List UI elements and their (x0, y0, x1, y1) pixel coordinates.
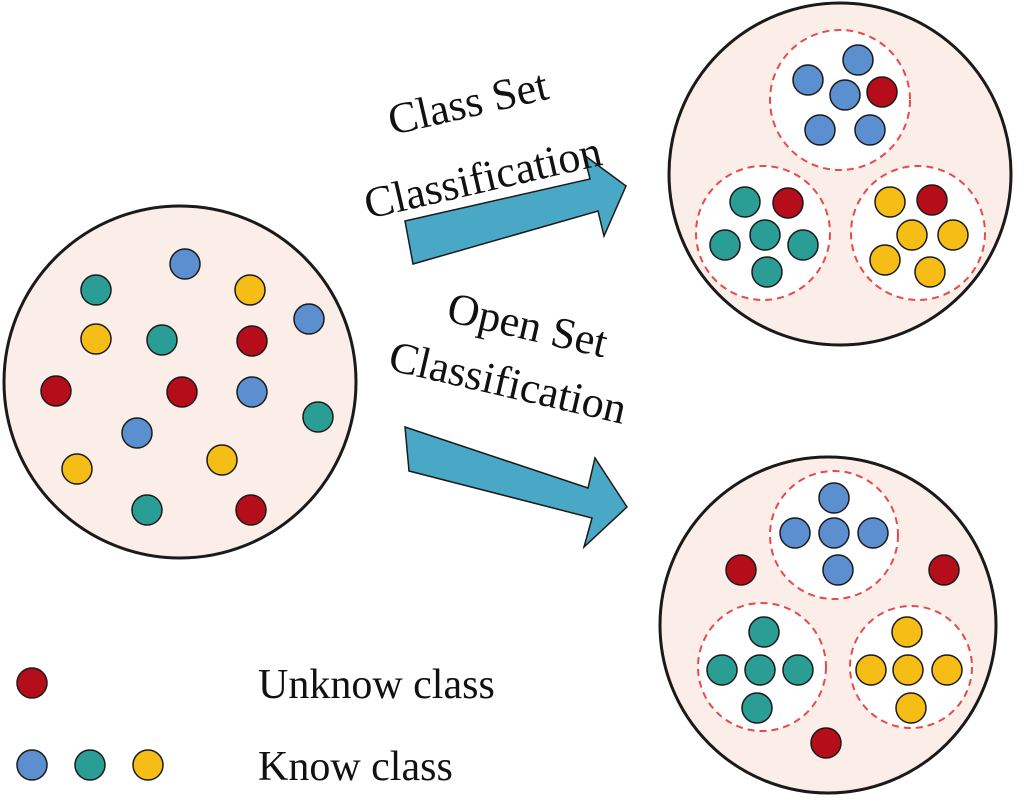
class-set-blue-cluster (769, 29, 911, 171)
sample-dot-blue (818, 517, 850, 549)
sample-dot-teal (787, 229, 819, 261)
sample-dot-blue (804, 114, 836, 146)
sample-dot-unknown (235, 494, 267, 526)
sample-dot-blue (169, 248, 201, 280)
class-set-arrow (404, 153, 627, 265)
sample-dot-unknown (772, 187, 804, 219)
sample-dot-teal (729, 186, 761, 218)
sample-dot-yellow (61, 453, 93, 485)
legend-known-dot-yellow (132, 749, 164, 781)
open-set-unknown-samples (725, 554, 960, 759)
unknown-sample-dot (928, 554, 960, 586)
sample-dot-blue (854, 114, 886, 146)
open-set-arrow (404, 425, 628, 550)
sample-dot-teal (709, 229, 741, 261)
sample-dot-unknown (166, 376, 198, 408)
sample-dot-teal (749, 219, 781, 251)
legend: Unknow class Know class (16, 662, 495, 790)
sample-dot-blue (236, 376, 268, 408)
sample-dot-blue (792, 64, 824, 96)
sample-dot-teal (748, 616, 780, 648)
sample-dot-unknown (236, 325, 268, 357)
sample-dot-blue (293, 303, 325, 335)
sample-dot-yellow (234, 274, 266, 306)
sample-dot-teal (302, 401, 334, 433)
sample-dot-blue (857, 517, 889, 549)
sample-dot-yellow (895, 692, 927, 724)
open-set-teal-cluster (697, 602, 827, 732)
sample-dot-blue (779, 517, 811, 549)
sample-dot-yellow (891, 616, 923, 648)
sample-dot-blue (822, 554, 854, 586)
sample-dot-blue (842, 44, 874, 76)
class-set-label-line1: Class Set (383, 60, 552, 144)
class-set-teal-cluster (695, 165, 831, 301)
sample-dot-yellow (80, 323, 112, 355)
sample-dot-teal (131, 494, 163, 526)
sample-dot-yellow (914, 256, 946, 288)
unknown-sample-dot (810, 727, 842, 759)
sample-dot-yellow (892, 654, 924, 686)
legend-known-dot-teal (74, 749, 106, 781)
sample-dot-yellow (931, 654, 963, 686)
legend-unknown-label: Unknow class (258, 662, 495, 708)
sample-dot-teal (744, 654, 776, 686)
sample-dot-teal (706, 654, 738, 686)
sample-dot-teal (751, 256, 783, 288)
open-set-clusters (697, 470, 973, 732)
sample-dot-yellow (896, 219, 928, 251)
class-set-clusters (695, 29, 986, 301)
sample-dot-unknown (916, 184, 948, 216)
sample-dot-yellow (206, 444, 238, 476)
legend-known-label: Know class (258, 744, 453, 790)
sample-dot-teal (741, 692, 773, 724)
sample-dot-blue (121, 417, 153, 449)
sample-dot-teal (782, 654, 814, 686)
sample-dot-teal (80, 274, 112, 306)
legend-unknown-dot (16, 667, 48, 699)
sample-dot-teal (146, 324, 178, 356)
sample-dot-blue (829, 79, 861, 111)
unknown-sample-dot (725, 554, 757, 586)
sample-dot-yellow (855, 654, 887, 686)
input-samples (40, 248, 334, 526)
legend-known-dot-blue (16, 749, 48, 781)
sample-dot-blue (818, 482, 850, 514)
open-set-yellow-cluster (849, 605, 973, 729)
sample-dot-yellow (874, 186, 906, 218)
sample-dot-yellow (937, 219, 969, 251)
sample-dot-yellow (869, 244, 901, 276)
open-set-blue-cluster (769, 470, 899, 600)
sample-dot-unknown (866, 76, 898, 108)
sample-dot-unknown (40, 375, 72, 407)
class-set-yellow-cluster (850, 165, 986, 301)
